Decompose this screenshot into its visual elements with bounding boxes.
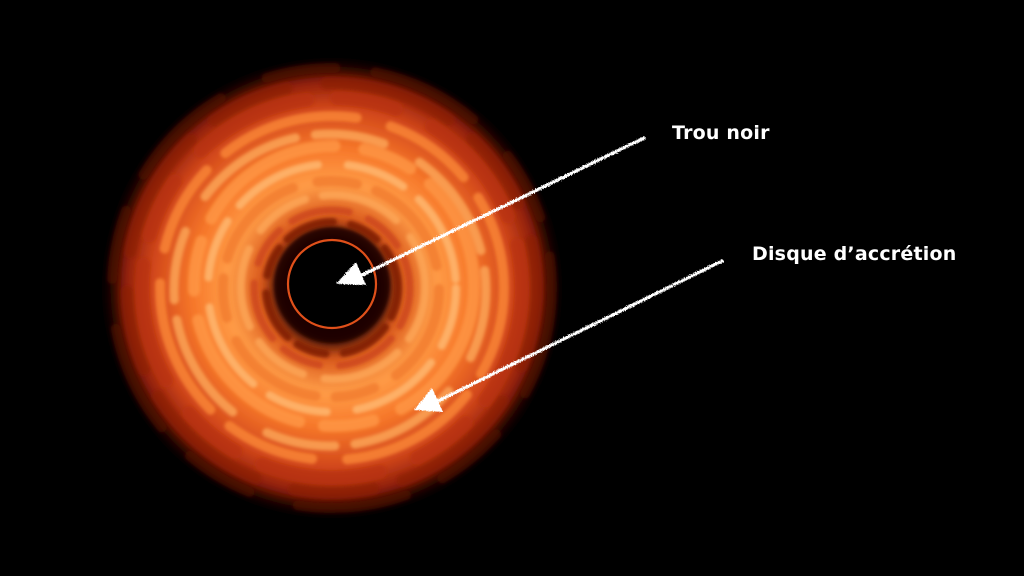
accretion-disk-label: Disque d’accrétion: [752, 243, 957, 265]
arrow-to-black-hole: [336, 136, 646, 285]
arrow-to-accretion-disk: [414, 259, 724, 412]
black-hole-label: Trou noir: [672, 122, 770, 144]
black-hole: [286, 238, 378, 330]
